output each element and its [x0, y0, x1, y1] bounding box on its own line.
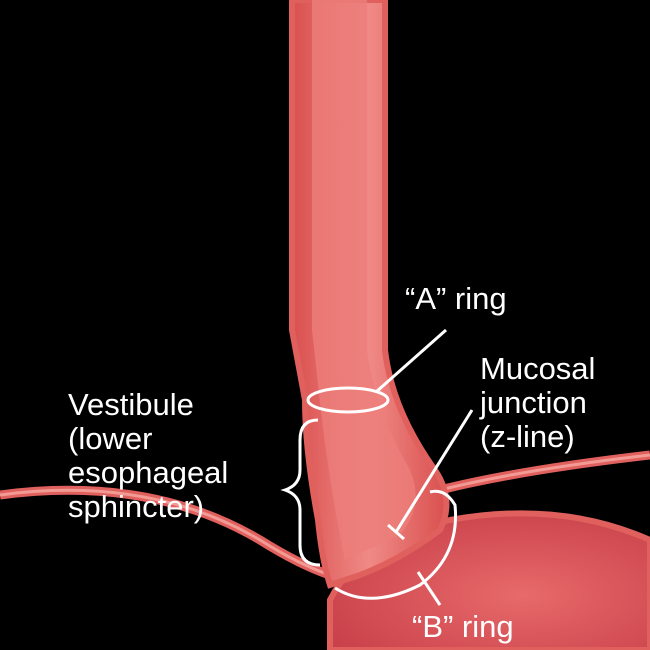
label-line: junction — [480, 385, 587, 420]
a-ring-label: “A” ring — [405, 281, 507, 316]
a-ring-marker — [306, 386, 390, 414]
label-line: Mucosal — [480, 351, 596, 386]
a-ring-pointer — [375, 328, 447, 394]
vestibule-brace — [280, 418, 321, 567]
z-line-pointer — [394, 409, 474, 533]
b-ring-pointer — [416, 571, 442, 606]
label-line: (z-line) — [480, 419, 575, 454]
mucosal-junction-label: Mucosal junction (z-line) — [480, 352, 595, 454]
b-ring-label: “B” ring — [412, 609, 514, 644]
label-line: sphincter) — [68, 489, 205, 524]
label-line: Vestibule — [68, 387, 194, 422]
vestibule-label: Vestibule (lower esophageal sphincter) — [68, 388, 228, 524]
label-line: esophageal — [68, 455, 229, 490]
b-ring-marker — [334, 489, 458, 600]
label-line: (lower — [68, 421, 153, 456]
